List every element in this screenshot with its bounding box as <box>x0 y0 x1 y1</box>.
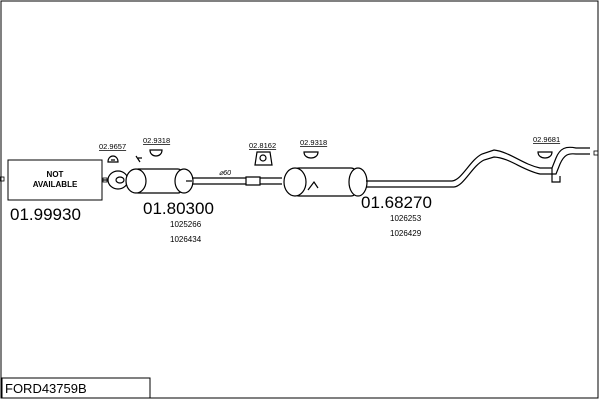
ref-rear-muffler-2: 1026429 <box>390 229 422 238</box>
diagram-reference: FORD43759B <box>5 381 87 396</box>
pipe-diameter-label: ⌀60 <box>219 170 231 177</box>
ref-front-muffler-1: 1025266 <box>170 220 202 229</box>
hanger-4-icon <box>303 151 319 159</box>
hanger-1-code: 02.9657 <box>99 142 126 151</box>
front-muffler <box>107 168 194 194</box>
part-code-rear-muffler: 01.68270 <box>361 193 432 212</box>
not-available-box: NOT AVAILABLE <box>7 159 103 201</box>
mid-pipe <box>192 176 282 186</box>
flange-marker <box>102 177 108 183</box>
hanger-2-icon <box>149 149 163 157</box>
tail-pipe-end <box>551 168 561 183</box>
part-code-left: 01.99930 <box>10 205 81 224</box>
hanger-3: 02.8162 <box>249 141 276 166</box>
right-edge-marker <box>593 150 599 156</box>
hanger-4-code: 02.9318 <box>300 138 327 147</box>
not-available-line1: NOT <box>47 170 64 179</box>
not-available-line2: AVAILABLE <box>33 180 78 189</box>
ref-rear-muffler-1: 1026253 <box>390 214 422 223</box>
title-box: FORD43759B <box>1 377 151 399</box>
hanger-3-icon <box>254 151 273 166</box>
hanger-5-icon <box>537 151 553 159</box>
hanger-5-code: 02.9681 <box>533 135 560 144</box>
hanger-3-code: 02.8162 <box>249 141 276 150</box>
rear-muffler <box>283 167 368 197</box>
hanger-2: 02.9318 <box>135 136 170 163</box>
hanger-1-icon <box>107 155 119 163</box>
left-edge-marker <box>0 176 5 182</box>
tail-pipe <box>366 146 590 188</box>
part-code-front-muffler: 01.80300 <box>143 199 214 218</box>
ref-front-muffler-2: 1026434 <box>170 235 202 244</box>
hanger-4: 02.9318 <box>300 138 327 159</box>
hanger-1: 02.9657 <box>99 142 126 163</box>
hanger-5: 02.9681 <box>533 135 560 159</box>
hanger-2-code: 02.9318 <box>143 136 170 145</box>
